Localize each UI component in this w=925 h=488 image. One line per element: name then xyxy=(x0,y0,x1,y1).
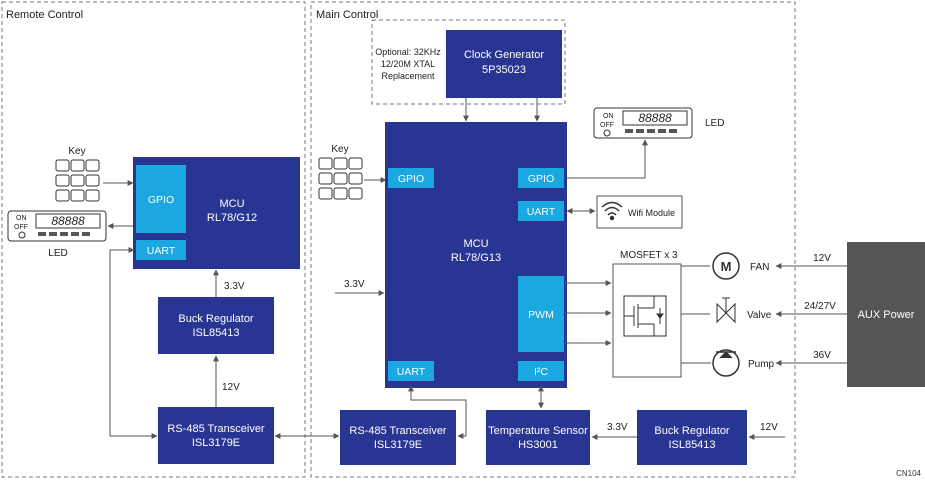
main-gpio-led-link xyxy=(566,139,648,179)
main-control-zone xyxy=(310,1,796,478)
main-uart-bottom-label: UART xyxy=(397,366,426,378)
main-mcu-title: MCU xyxy=(463,238,488,250)
main-buck-block xyxy=(637,410,747,465)
temp-sensor-block xyxy=(486,410,590,465)
main-pwm-port xyxy=(518,276,564,352)
main-gpio-right-port xyxy=(518,168,564,188)
remote-uart-rs485-link xyxy=(109,247,158,439)
main-keypad-icon xyxy=(318,157,363,200)
clock-generator-block xyxy=(446,30,562,98)
clock-optional-line2: 12/20M XTAL xyxy=(381,59,435,69)
main-rs485-part: ISL3179E xyxy=(374,439,422,451)
valve-icon xyxy=(716,297,736,324)
main-uart-right-port xyxy=(518,201,564,221)
main-gpio-left-port xyxy=(388,168,434,188)
remote-buck-block xyxy=(158,297,274,354)
svg-text:ON: ON xyxy=(16,215,27,222)
main-mcu-part: RL78/G13 xyxy=(451,252,501,264)
aux-24v-label: 24/27V xyxy=(804,301,836,312)
main-rs485-title: RS-485 Transceiver xyxy=(349,425,447,437)
main-gpio-right-label: GPIO xyxy=(528,173,554,185)
main-i2c-label: I²C xyxy=(534,366,548,378)
main-rs485-block xyxy=(340,410,456,465)
main-pwm-label: PWM xyxy=(528,309,554,321)
svg-text:ON: ON xyxy=(603,113,614,120)
mosfet-icon xyxy=(623,295,667,337)
remote-key-label: Key xyxy=(68,146,85,157)
remote-rs485-part: ISL3179E xyxy=(192,437,240,449)
clock-optional-zone xyxy=(371,19,566,105)
remote-buck-title: Buck Regulator xyxy=(178,313,254,325)
remote-control-zone xyxy=(1,1,306,478)
main-uart-bottom-port xyxy=(388,361,434,381)
remote-uart-label: UART xyxy=(147,245,176,257)
main-control-label: Main Control xyxy=(316,9,378,21)
main-key-label: Key xyxy=(331,144,348,155)
mosfet-block xyxy=(612,263,682,378)
clock-generator-part: 5P35023 xyxy=(482,64,526,76)
clock-optional-line1: Optional: 32KHz xyxy=(375,47,441,57)
clock-generator-title: Clock Generator xyxy=(464,49,544,61)
svg-text:OFF: OFF xyxy=(14,224,28,231)
pump-icon xyxy=(712,349,740,377)
mosfet-label: MOSFET x 3 xyxy=(620,250,678,261)
main-uart-rs485-link xyxy=(408,385,467,439)
wifi-icon xyxy=(601,201,623,221)
remote-rs485-title: RS-485 Transceiver xyxy=(167,423,265,435)
aux-36v-label: 36V xyxy=(813,350,831,361)
remote-control-label: Remote Control xyxy=(6,9,83,21)
remote-led-display-icon: ON OFF 88888 xyxy=(7,210,107,242)
remote-buck-part: ISL85413 xyxy=(192,327,239,339)
main-buck-title: Buck Regulator xyxy=(654,425,730,437)
svg-text:88888: 88888 xyxy=(638,111,672,125)
main-3v3-label: 3.3V xyxy=(344,279,365,290)
aux-power-title: AUX Power xyxy=(858,309,915,321)
clock-optional-line3: Replacement xyxy=(381,71,435,81)
svg-text:88888: 88888 xyxy=(51,214,85,228)
remote-gpio-label: GPIO xyxy=(148,194,174,206)
svg-text:OFF: OFF xyxy=(600,122,614,129)
temp-sensor-title: Temperature Sensor xyxy=(488,425,588,437)
remote-mcu-part: RL78/G12 xyxy=(207,212,257,224)
main-led-display-icon: ON OFF 88888 xyxy=(593,107,693,139)
remote-mcu-title: MCU xyxy=(219,198,244,210)
main-uart-right-label: UART xyxy=(527,206,556,218)
figure-code: CN104 xyxy=(896,469,921,478)
valve-label: Valve xyxy=(747,310,772,321)
fan-label: FAN xyxy=(750,262,769,273)
remote-keypad-icon xyxy=(55,159,100,202)
temp-3v3-label: 3.3V xyxy=(607,422,628,433)
pump-label: Pump xyxy=(748,359,775,370)
main-buck-part: ISL85413 xyxy=(668,439,715,451)
fan-motor-icon: M xyxy=(712,252,740,280)
wifi-module-box xyxy=(596,195,683,229)
temp-sensor-part: HS3001 xyxy=(518,439,558,451)
aux-12v-label: 12V xyxy=(813,253,831,264)
svg-text:M: M xyxy=(721,259,732,274)
main-led-label: LED xyxy=(705,118,724,129)
wifi-module-label: Wifi Module xyxy=(628,208,675,218)
aux-power-block xyxy=(847,242,925,387)
remote-rs485-block xyxy=(158,407,274,464)
main-gpio-left-label: GPIO xyxy=(398,173,424,185)
remote-3v3-label: 3.3V xyxy=(224,281,245,292)
remote-led-label: LED xyxy=(48,248,67,259)
main-i2c-port xyxy=(518,361,564,381)
remote-gpio-port xyxy=(136,165,186,233)
buck-12v-label: 12V xyxy=(760,422,778,433)
remote-12v-label: 12V xyxy=(222,382,240,393)
